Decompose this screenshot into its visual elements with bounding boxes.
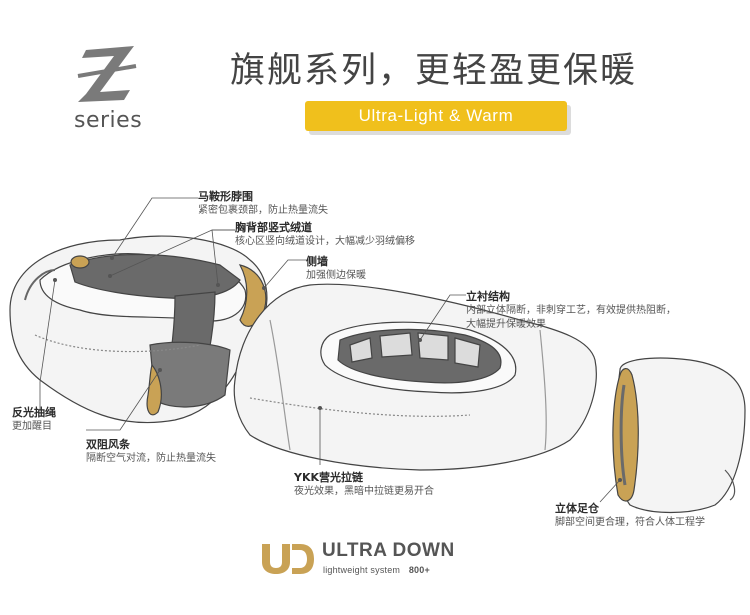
callout-desc: 核心区竖向绒道设计，大幅减少羽绒偏移 [235, 236, 415, 247]
middle-quilt-2 [539, 329, 547, 451]
callout-baffle-structure: 立衬结构 内部立体隔断，非刺穿工艺，有效提供热阻断， 大幅提升保暖效果 [466, 288, 676, 332]
fill-power-badge: 800+ [408, 565, 430, 575]
callout-vertical-baffles: 胸背部竖式绒道 核心区竖向绒道设计，大幅减少羽绒偏移 [235, 219, 415, 249]
footbox-strap [724, 469, 736, 501]
callout-title: 侧墙 [306, 255, 328, 268]
callout-desc: 更加醒目 [12, 421, 52, 432]
sleeping-bag-illustration [9, 197, 746, 514]
footbox-opening [612, 368, 639, 502]
callout-title: 反光抽绳 [12, 406, 56, 419]
callout-desc: 大幅提升保暖效果 [466, 319, 546, 330]
side-wall-bottom [146, 363, 162, 416]
callout-desc: 内部立体隔断，非刺穿工艺，有效提供热阻断， [466, 305, 676, 316]
callout-footbox: 立体足仓 脚部空间更合理，符合人体工程学 [555, 500, 705, 530]
inner-baffle-horizontal [69, 253, 241, 300]
side-wall-left [70, 255, 90, 269]
callout-desc: 隔断空气对流，防止热量流失 [86, 453, 216, 464]
callout-title: 立衬结构 [466, 290, 510, 303]
callout-reflective-cord: 反光抽绳 更加醒目 [12, 404, 56, 434]
callout-desc: 脚部空间更合理，符合人体工程学 [555, 517, 705, 528]
callout-side-wall: 侧墙 加强侧边保暖 [306, 253, 366, 283]
callout-desc: 紧密包裹颈部，防止热量流失 [198, 205, 328, 216]
brand-subtitle: lightweight system 800+ [323, 565, 430, 575]
footbox-inner [619, 384, 627, 486]
callout-title: 双阻风条 [86, 438, 130, 451]
page-headline: 旗舰系列，更轻盈更保暖 [230, 51, 638, 91]
hood-zipper [34, 334, 201, 353]
callout-desc: 夜光效果，黑暗中拉链更易开合 [294, 486, 434, 497]
drawcord [24, 269, 56, 301]
callout-collar: 马鞍形脖围 紧密包裹颈部，防止热量流失 [198, 188, 328, 218]
callout-draft-tubes: 双阻风条 隔断空气对流，防止热量流失 [86, 436, 216, 466]
side-wall-right [238, 264, 267, 327]
middle-baffle-cells [349, 332, 481, 368]
middle-quilt-1 [269, 319, 291, 451]
callout-title: 胸背部竖式绒道 [235, 221, 312, 234]
callout-desc: 加强侧边保暖 [306, 270, 366, 281]
callout-title: 立体足仓 [555, 502, 599, 515]
tagline-text: Ultra-Light & Warm [358, 106, 514, 125]
z-brand-mark [77, 46, 137, 102]
callout-ykk-zipper: YKK营光拉链 夜光效果，黑暗中拉链更易开合 [294, 469, 434, 499]
callout-title: YKK营光拉链 [294, 471, 364, 484]
brand-tagline: lightweight system [323, 565, 401, 575]
series-label: series [74, 108, 143, 133]
brand-name: ULTRA DOWN [322, 540, 455, 561]
inner-baffle-bottom [149, 341, 231, 408]
ultra-down-logo-icon [262, 544, 314, 574]
callout-title: 马鞍形脖围 [198, 190, 253, 203]
tagline-banner: Ultra-Light & Warm [305, 101, 567, 131]
